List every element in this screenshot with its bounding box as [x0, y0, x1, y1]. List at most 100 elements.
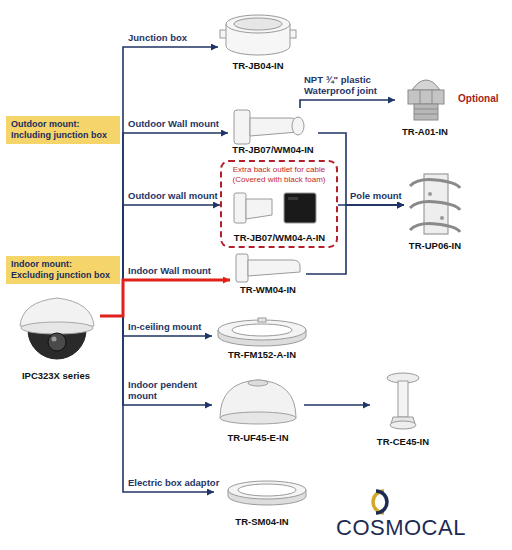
- product-box: TR-UP06-IN: [404, 168, 466, 252]
- outdoor-wall-mount-drawing-part: [234, 110, 250, 144]
- note-text: Extra back outlet for cable (Covered wit…: [222, 162, 336, 184]
- indoor-wall-mount-drawing-part: [248, 260, 300, 276]
- cable-gland-drawing-part: [414, 114, 438, 115]
- product-box: TR-JB04-IN: [218, 12, 298, 72]
- mount-type-tag: Indoor mount: Excluding junction box: [6, 256, 120, 284]
- callout-group-box: Extra back outlet for cable (Covered wit…: [220, 160, 338, 248]
- product-box: TR-SM04-IN: [214, 474, 310, 528]
- product-code: TR-JB07/WM04-A-IN: [234, 232, 325, 244]
- pole-mount-drawing-part: [410, 202, 460, 210]
- pole-mount-drawing-part: [440, 216, 444, 220]
- pole-mount-drawing-part: [428, 192, 432, 196]
- cable-gland-drawing-part: [432, 90, 433, 104]
- cable-gland-drawing-part: [414, 109, 438, 110]
- box-adaptor-drawing-part: [238, 484, 296, 496]
- pendant-cap-drawing-part: [220, 412, 296, 424]
- optional-note: Optional: [458, 93, 499, 104]
- product-code: TR-A01-IN: [402, 126, 448, 138]
- product-box: TR-CE45-IN: [370, 370, 436, 448]
- connector-line: [100, 316, 212, 405]
- pole-mount-drawing-part: [410, 224, 460, 232]
- product-code: TR-CE45-IN: [377, 436, 429, 448]
- branch-label: Outdoor Wall mount: [127, 119, 220, 130]
- product-code: TR-FM152-A-IN: [228, 349, 296, 361]
- dome-camera-drawing-part: [21, 322, 93, 334]
- tag-text: Indoor mount: Excluding junction box: [11, 259, 115, 281]
- connector-line: [100, 133, 228, 316]
- connector-line: [300, 100, 395, 108]
- product-code: TR-UF45-E-IN: [227, 432, 288, 444]
- logo-mark-part: [376, 491, 387, 513]
- junction-box-drawing: [220, 15, 296, 55]
- product-box: TR-A01-IN: [395, 72, 455, 138]
- product-box: TR-JB07/WM04-A-IN: [229, 190, 330, 244]
- connector-line: [100, 316, 214, 492]
- product-box: TR-JB07/WM04-IN: [228, 108, 318, 156]
- highlight-connector: [100, 280, 230, 316]
- product-box: IPC323X series: [12, 296, 100, 382]
- branch-label: Indoor Wall mount: [127, 266, 212, 277]
- back-outlet-mount-drawing-part: [284, 193, 316, 223]
- product-code: TR-JB04-IN: [232, 60, 283, 72]
- box-adaptor-drawing: [228, 481, 306, 505]
- product-code: TR-JB07/WM04-IN: [232, 144, 313, 156]
- pendant-pole-drawing-part: [390, 421, 416, 429]
- product-code: IPC323X series: [22, 370, 90, 382]
- dome-camera-drawing-part: [28, 330, 86, 359]
- dome-camera-drawing-part: [52, 337, 57, 342]
- pendant-pole-drawing: [387, 373, 419, 429]
- tag-text: Outdoor mount: Including junction box: [11, 119, 115, 141]
- branch-label: Pole mount: [349, 191, 403, 202]
- pendant-cap-drawing-part: [248, 380, 268, 386]
- outdoor-wall-mount-drawing: [234, 110, 304, 144]
- pole-mount-drawing-part: [410, 180, 460, 188]
- product-box: TR-UF45-E-IN: [212, 376, 304, 444]
- product-box: TR-WM04-IN: [230, 252, 306, 296]
- cable-gland-drawing-part: [420, 90, 421, 104]
- ceiling-ring-drawing-part: [218, 320, 306, 340]
- product-box: TR-FM152-A-IN: [212, 315, 312, 361]
- cable-gland-drawing: [408, 80, 444, 120]
- junction-box-drawing-part: [234, 18, 282, 30]
- cable-gland-drawing-part: [412, 80, 440, 90]
- pole-mount-drawing: [410, 174, 460, 234]
- outdoor-wall-mount-drawing-part: [292, 117, 304, 135]
- logo-mark: [373, 491, 387, 513]
- junction-box-drawing-part: [226, 15, 290, 33]
- back-outlet-mount-drawing: [234, 193, 316, 223]
- indoor-wall-mount-drawing-part: [236, 254, 248, 282]
- dome-camera-drawing: [20, 298, 94, 359]
- outdoor-wall-mount-drawing-part: [250, 118, 298, 136]
- back-outlet-mount-drawing-part: [288, 197, 298, 200]
- cable-gland-drawing-part: [414, 104, 438, 120]
- product-code: TR-UP06-IN: [409, 240, 461, 252]
- pendant-pole-drawing-part: [398, 381, 408, 417]
- cable-gland-drawing-part: [408, 90, 444, 104]
- logo-text: COSMOCAL: [336, 515, 466, 541]
- branch-label: In-ceiling mount: [127, 322, 202, 333]
- dome-camera-drawing-part: [48, 333, 66, 351]
- back-outlet-mount-drawing-part: [234, 193, 246, 223]
- connector-line: [100, 316, 212, 336]
- mount-type-tag: Outdoor mount: Including junction box: [6, 116, 120, 144]
- branch-label: Indoor pendent mount: [127, 380, 209, 402]
- branch-label: Junction box: [127, 33, 188, 44]
- product-code: TR-SM04-IN: [235, 516, 288, 528]
- ceiling-ring-drawing: [218, 318, 306, 346]
- indoor-wall-mount-drawing: [236, 254, 300, 282]
- branch-label: Outdoor wall mount: [127, 191, 219, 202]
- connector-line: [304, 404, 370, 406]
- branch-label: Electric box adaptor: [127, 478, 220, 489]
- ceiling-ring-drawing-part: [258, 318, 266, 322]
- pendant-cap-drawing: [220, 380, 296, 424]
- ceiling-ring-drawing-part: [232, 324, 292, 336]
- branch-label: NPT ¾" plastic Waterproof joint: [303, 75, 397, 97]
- back-outlet-mount-drawing-part: [246, 199, 272, 219]
- box-adaptor-drawing-part: [228, 481, 306, 499]
- product-code: TR-WM04-IN: [240, 284, 296, 296]
- connector-line: [318, 133, 404, 205]
